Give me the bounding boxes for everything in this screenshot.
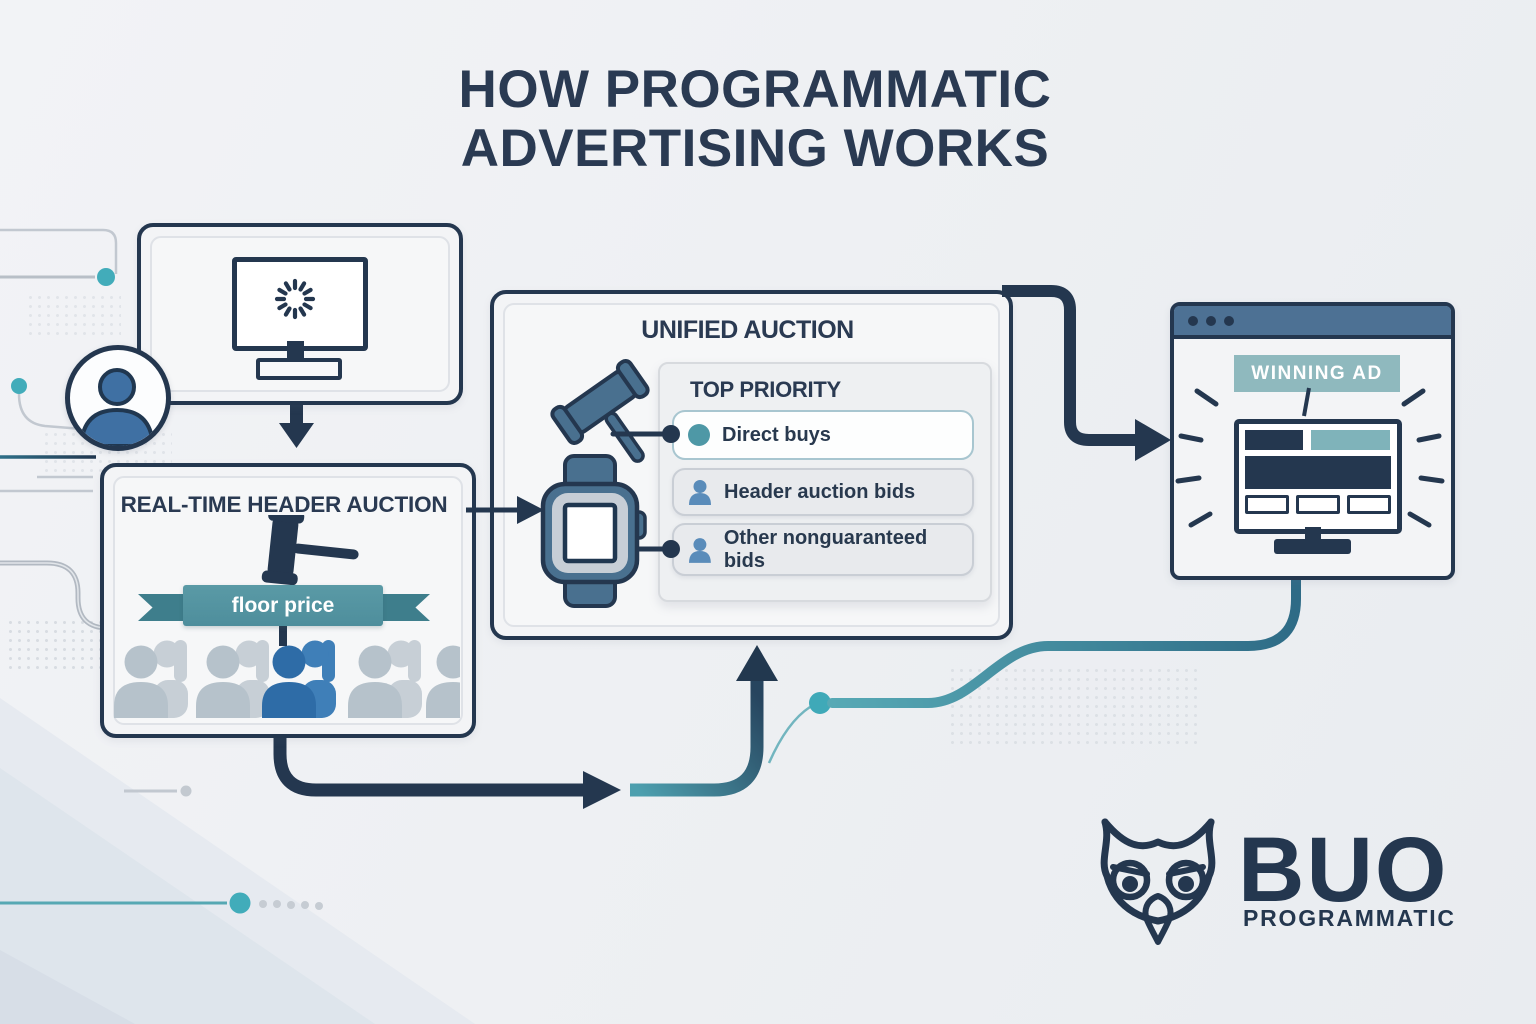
brand-subtitle: PROGRAMMATIC — [1243, 905, 1456, 931]
window-dot-icon — [1224, 315, 1234, 326]
teal-node-dot — [809, 692, 831, 714]
ad-monitor-base — [1274, 539, 1351, 554]
winning-ad-label: WINNING AD — [1251, 362, 1383, 384]
priority-item-label: Header auction bids — [724, 480, 916, 503]
priority-item-label: Direct buys — [722, 423, 831, 446]
brand-name: BUO — [1238, 819, 1449, 921]
priority-item-header-bids: Header auction bids — [672, 468, 974, 516]
floor-price-label: floor price — [231, 593, 335, 617]
monitor-base — [256, 358, 342, 380]
monitor-loading-icon — [232, 257, 368, 351]
top-priority-title: TOP PRIORITY — [690, 377, 841, 402]
ad-block-outline — [1296, 495, 1340, 514]
ad-block-large — [1245, 456, 1391, 489]
halftone-dots-decoration — [948, 666, 1200, 748]
halftone-dots-decoration — [26, 293, 121, 339]
page-title-line1: HOW PROGRAMMATIC — [458, 60, 1052, 119]
browser-title-bar — [1174, 306, 1451, 339]
teal-dot-icon — [688, 424, 710, 446]
ad-block — [1245, 430, 1304, 450]
ribbon-connector — [279, 626, 287, 646]
header-auction-title: REAL-TIME HEADER AUCTION — [120, 492, 448, 517]
owl-icon — [1100, 818, 1216, 945]
ad-block-outline — [1347, 495, 1391, 514]
priority-item-label: Other nonguaranteed bids — [723, 526, 928, 572]
ad-monitor-stand — [1305, 527, 1321, 539]
ad-monitor-icon — [1234, 419, 1402, 534]
top-priority-panel: TOP PRIORITY Direct buys Header auction … — [658, 362, 992, 602]
page-title-line2: ADVERTISING WORKS — [460, 119, 1050, 178]
teal-node-dot — [11, 378, 27, 394]
halftone-dots-decoration — [6, 618, 106, 672]
arrow-auction-to-unified-bottom — [273, 733, 621, 809]
winning-ad-badge: WINNING AD — [1234, 355, 1400, 392]
ad-block-teal — [1311, 430, 1391, 450]
window-dot-icon — [1206, 315, 1216, 326]
ad-block-outline — [1245, 495, 1289, 514]
user-avatar-icon — [65, 345, 171, 451]
priority-item-direct-buys: Direct buys — [672, 410, 974, 460]
loading-spinner-icon — [274, 278, 316, 320]
page-title: HOW PROGRAMMATIC ADVERTISING WORKS — [100, 60, 1410, 178]
window-dot-icon — [1188, 315, 1198, 326]
person-icon — [689, 480, 711, 505]
monitor-stand — [287, 341, 304, 360]
teal-node-dot — [97, 268, 115, 286]
priority-item-nonguaranteed-bids: Other nonguaranteed bids — [672, 523, 974, 576]
floor-price-ribbon: floor price — [183, 585, 383, 626]
unified-auction-title: UNIFIED AUCTION — [641, 316, 854, 344]
person-icon — [688, 537, 711, 563]
arrow-up-into-unified — [630, 645, 811, 797]
browser-window-icon: WINNING AD — [1170, 302, 1455, 580]
arrow-unified-to-browser — [1002, 285, 1171, 461]
